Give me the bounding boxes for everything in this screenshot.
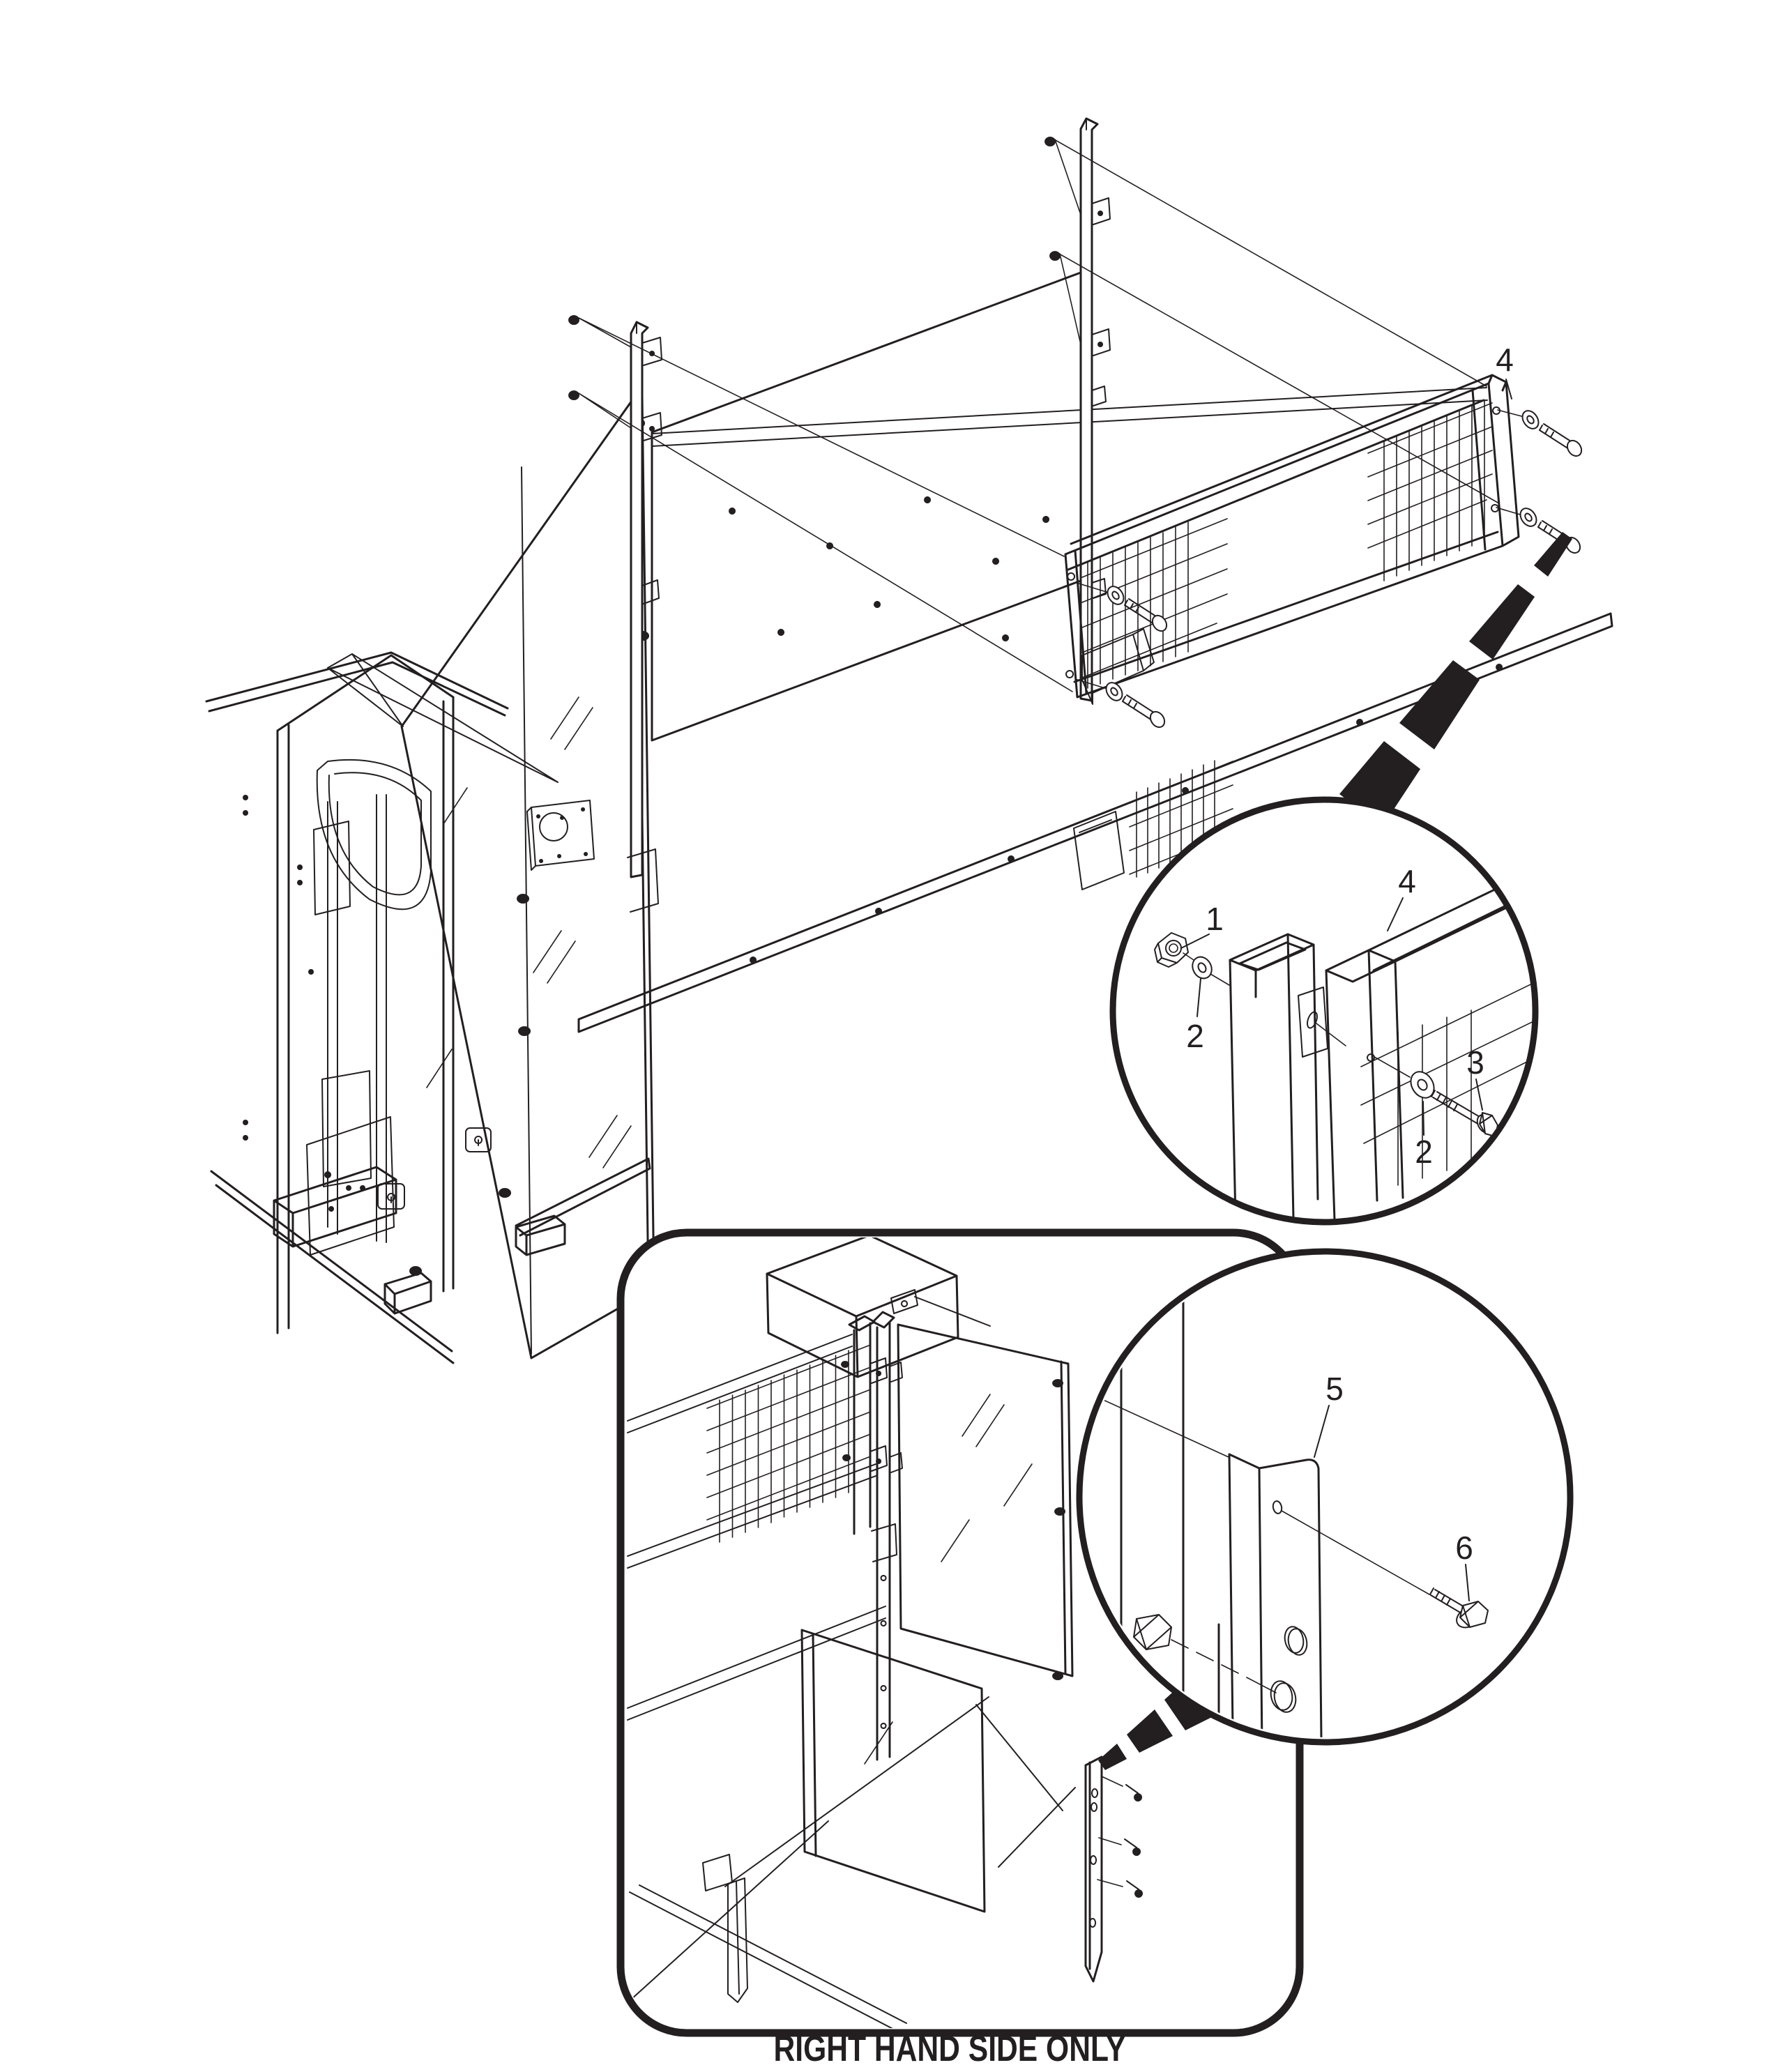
panel-fold-line <box>521 466 532 1355</box>
wall-hole-dots <box>729 496 1050 641</box>
post-a-screws <box>568 315 580 400</box>
panel-outline <box>400 393 655 1359</box>
rail-pocket-bracket <box>1073 811 1125 890</box>
rail-lines <box>577 612 1613 1033</box>
column-brace <box>327 653 559 783</box>
foot-blocks <box>383 1157 651 1315</box>
nut-axis-line <box>1183 952 1230 986</box>
washer-bolt-left-1 <box>1107 586 1168 632</box>
post-b-screws <box>1044 137 1061 261</box>
hex-flange-screw-6 <box>1429 1587 1489 1629</box>
callout-leaders-detail-2 <box>1314 1405 1470 1601</box>
screw6-axis-line <box>1281 1510 1430 1595</box>
callout-label-2b: 2 <box>1415 1134 1433 1170</box>
detail-circle-1-border <box>1109 796 1539 1226</box>
bolt-axis-lines <box>1074 409 1525 690</box>
inset-mounting-bar <box>1084 1755 1143 1983</box>
panel4-frame <box>1064 374 1520 699</box>
callout-label-6: 6 <box>1455 1530 1473 1566</box>
inset-rails <box>627 1334 886 1721</box>
mounting-post-left <box>568 315 1073 913</box>
panel4-mesh-left <box>1081 518 1228 689</box>
main-exploded-view: 4 <box>205 117 1613 1364</box>
inset-caption: RIGHT HAND SIDE ONLY <box>774 2029 1126 2069</box>
washer-bolt-sets <box>1074 409 1583 729</box>
top-back-rail <box>651 387 1488 447</box>
magnified-leader-edge <box>1091 1394 1229 1458</box>
callout-label-1: 1 <box>1206 901 1224 937</box>
callout-leaders-detail-1 <box>1180 897 1483 1136</box>
clear-side-panel <box>400 393 655 1359</box>
mesh-side-panel <box>1064 374 1520 699</box>
frame-hole <box>1367 1053 1376 1062</box>
rail-mesh-patch <box>1129 760 1233 878</box>
column-outline <box>276 654 455 1334</box>
callout-label-3: 3 <box>1466 1044 1484 1081</box>
callout-label-5: 5 <box>1325 1371 1344 1407</box>
panel-mount-plate <box>526 800 595 871</box>
inset-clear-panel <box>897 1323 1157 1680</box>
square-tube-post <box>1229 933 1319 1219</box>
inset-top-block <box>766 1237 959 1378</box>
post-a-screw-lines <box>578 317 1073 692</box>
inset-content <box>627 1237 1157 2028</box>
hex-bolt-3 <box>1431 1090 1498 1137</box>
panel4-holes <box>1065 406 1501 678</box>
inset-screws <box>1124 1784 1143 1898</box>
post-a-details <box>627 321 662 913</box>
column-roof-lines <box>205 651 509 717</box>
column-mechanism <box>306 794 395 1256</box>
rear-wall-panel <box>651 269 1488 742</box>
detail-circle-2-border <box>1076 1248 1574 1746</box>
detail-circle-1-content <box>1154 866 1533 1219</box>
flat-washer-a <box>1192 956 1213 980</box>
glass-reflections <box>426 696 632 1168</box>
inset-center-post <box>871 1311 903 1761</box>
zoom-arrow-detail-1 <box>1339 532 1572 826</box>
keyhole-plates <box>377 1127 492 1210</box>
column-base <box>210 1166 455 1364</box>
washer-bolt-right-1 <box>1521 410 1583 457</box>
detail-circle-1: 1 2 4 2 3 <box>1109 796 1539 1226</box>
washer-bolt-left-2 <box>1105 682 1166 729</box>
callout-main-panel: 4 <box>1496 342 1514 399</box>
bolt3-axis-line <box>1374 1056 1411 1078</box>
machine-column <box>205 651 651 1364</box>
callout-label-2a: 2 <box>1186 1018 1204 1054</box>
inset-block-plate <box>890 1289 991 1327</box>
post-b-screw-lines <box>1054 139 1500 504</box>
callout-leader-4-main <box>1505 379 1512 399</box>
callout-label-4-detail: 4 <box>1398 863 1416 899</box>
slotted-bracket <box>1298 987 1346 1058</box>
panel4-mesh-right <box>1367 400 1493 581</box>
callout-label-4-main: 4 <box>1496 342 1514 378</box>
magnified-hex-bolt <box>1133 1614 1277 1693</box>
wall-outline <box>651 269 1088 742</box>
lower-side-rail <box>577 612 1613 1033</box>
panel-frame-corner <box>1325 866 1533 1219</box>
detail-circle-2: 5 6 <box>1076 1248 1574 1746</box>
mounting-post-center <box>1044 117 1500 705</box>
flat-washer-b <box>1410 1071 1435 1099</box>
inset-lower-panel <box>629 1629 1076 2028</box>
